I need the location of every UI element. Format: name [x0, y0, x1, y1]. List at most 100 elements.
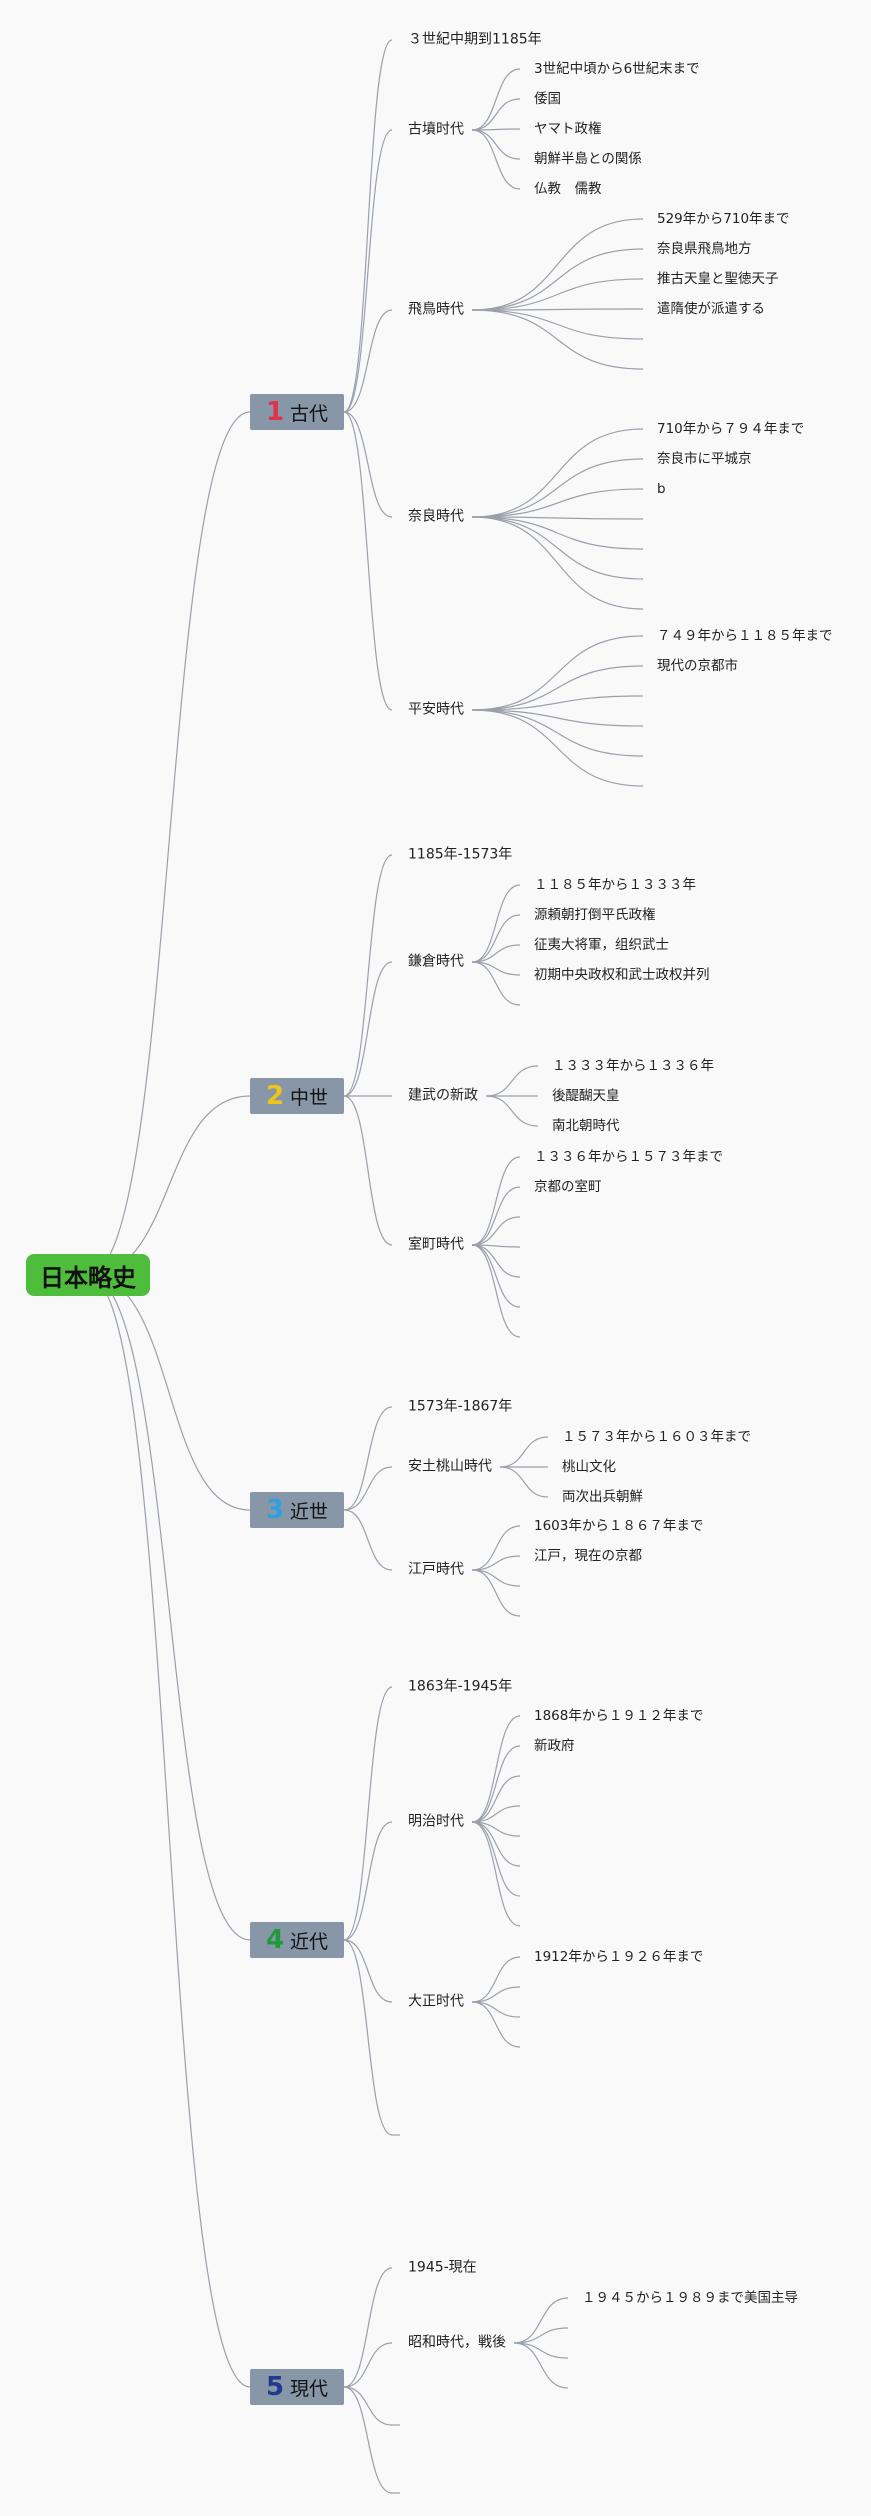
connector-line [471, 1569, 521, 1587]
connector-line [471, 709, 644, 727]
connector-line [343, 1821, 393, 1941]
connector-line [471, 2001, 521, 2048]
detail-node[interactable]: 倭国 [534, 90, 561, 107]
connector-line [343, 1466, 393, 1511]
connector-line [343, 1939, 393, 2003]
detail-node[interactable]: 両次出兵朝鮮 [562, 1488, 643, 1505]
connector-line [471, 1821, 521, 1837]
connector-line [471, 308, 644, 311]
detail-node[interactable]: 3世紀中頃から6世紀末まで [534, 60, 700, 77]
era-number: 2 [265, 1081, 285, 1111]
detail-node[interactable]: b [657, 480, 666, 497]
connector-line [471, 1244, 521, 1338]
detail-node[interactable]: 奈良市に平城京 [657, 450, 752, 467]
detail-node[interactable]: 遣隋使が派遣する [657, 300, 765, 317]
connector-line [471, 1821, 521, 1897]
detail-node[interactable]: 南北朝時代 [552, 1117, 620, 1134]
connector-line [485, 1095, 539, 1127]
detail-node[interactable]: ヤマト政権 [534, 120, 602, 137]
connector-line [471, 695, 644, 711]
connector-line [471, 1569, 521, 1617]
detail-node[interactable]: 京都の室町 [534, 1178, 602, 1195]
detail-node[interactable]: １５７３年から１６０３年まで [562, 1428, 751, 1445]
detail-node[interactable]: 桃山文化 [562, 1458, 616, 1475]
connector-line [343, 2386, 393, 2426]
period-node[interactable]: 鎌倉時代 [408, 953, 464, 970]
detail-node[interactable]: 1603年から１８６７年まで [534, 1517, 704, 1534]
detail-node[interactable]: 征夷大将軍，组织武士 [534, 936, 669, 953]
detail-node[interactable]: 後醍醐天皇 [552, 1087, 620, 1104]
detail-node[interactable]: １１８５年から１３３３年 [534, 876, 696, 893]
period-node[interactable]: 1945-現在 [408, 2259, 477, 2276]
period-node[interactable]: 1185年-1573年 [408, 846, 513, 863]
connector-line [471, 665, 644, 711]
period-node[interactable]: 江戸時代 [408, 1561, 464, 1578]
connector-line [471, 1216, 521, 1246]
era-label: 近世 [290, 1500, 329, 1523]
period-node[interactable]: ３世紀中期到1185年 [408, 31, 542, 48]
period-node[interactable]: 建武の新政 [408, 1087, 478, 1104]
detail-node[interactable]: 朝鮮半島との関係 [534, 150, 642, 167]
era-number: 3 [265, 1495, 285, 1525]
detail-node[interactable]: １３３６年から１５７３年まで [534, 1148, 723, 1165]
connector-line [471, 516, 644, 520]
connector-line [513, 2342, 569, 2389]
connector-line [499, 1466, 549, 1498]
period-node[interactable]: 古墳时代 [408, 121, 464, 138]
root-node[interactable]: 日本略史 [26, 1254, 150, 1296]
period-node[interactable]: 1573年-1867年 [408, 1398, 513, 1415]
detail-node[interactable]: 710年から７９４年まで [657, 420, 805, 437]
detail-node[interactable]: １９４５から１９８９まで美国主导 [582, 2289, 798, 2306]
connector-line [471, 944, 521, 963]
detail-node[interactable]: ７４９年から１１８５年まで [657, 627, 833, 644]
connector-line [471, 1821, 521, 1927]
connector-line [471, 488, 644, 518]
connector-line [471, 635, 644, 711]
period-node[interactable]: 1863年-1945年 [408, 1678, 513, 1695]
connector-line [471, 914, 521, 963]
period-node[interactable]: 奈良時代 [408, 508, 464, 525]
period-node[interactable]: 明治时代 [408, 1813, 464, 1830]
connector-line [471, 309, 644, 370]
connector-line [471, 884, 521, 963]
detail-node[interactable]: １３３３年から１３３６年 [552, 1057, 714, 1074]
connector-line [471, 98, 521, 131]
detail-node[interactable]: 仏教 儒教 [534, 180, 602, 197]
connector-line [471, 1186, 521, 1246]
detail-node[interactable]: 奈良県飛鳥地方 [657, 240, 752, 257]
detail-node[interactable]: 1912年から１９２６年まで [534, 1948, 704, 1965]
connector-line [471, 516, 644, 610]
period-node[interactable]: 室町時代 [408, 1236, 464, 1253]
connector-line [343, 2386, 393, 2494]
connector-line [343, 961, 393, 1097]
detail-node[interactable]: 源頼朝打倒平氏政権 [534, 906, 656, 923]
detail-node[interactable]: 江戸，現在の京都 [534, 1547, 642, 1564]
detail-node[interactable]: 初期中央政权和武士政权并列 [534, 966, 710, 983]
connector-line [471, 309, 644, 340]
connector-line [471, 961, 521, 976]
connector-line [471, 1775, 521, 1823]
period-node[interactable]: 飛鳥時代 [408, 301, 464, 318]
detail-node[interactable]: 1868年から１９１２年まで [534, 1707, 704, 1724]
period-node[interactable]: 平安時代 [408, 701, 464, 718]
connector-line [471, 1525, 521, 1571]
period-node[interactable]: 安土桃山時代 [408, 1458, 492, 1475]
period-node[interactable]: 昭和時代，戦後 [408, 2334, 506, 2351]
detail-node[interactable]: 新政府 [534, 1737, 575, 1754]
era-label: 中世 [290, 1086, 329, 1109]
detail-node[interactable]: 現代の京都市 [657, 657, 738, 674]
period-node[interactable]: 大正时代 [408, 1993, 464, 2010]
connector-line [471, 129, 521, 190]
connector-line [471, 1715, 521, 1823]
detail-node[interactable]: 529年から710年まで [657, 210, 790, 227]
connector-line [471, 428, 644, 518]
connector-line [471, 2001, 521, 2018]
detail-node[interactable]: 推古天皇と聖徳天子 [657, 270, 779, 287]
connector-line [343, 1095, 393, 1246]
connector-line [513, 2342, 569, 2359]
